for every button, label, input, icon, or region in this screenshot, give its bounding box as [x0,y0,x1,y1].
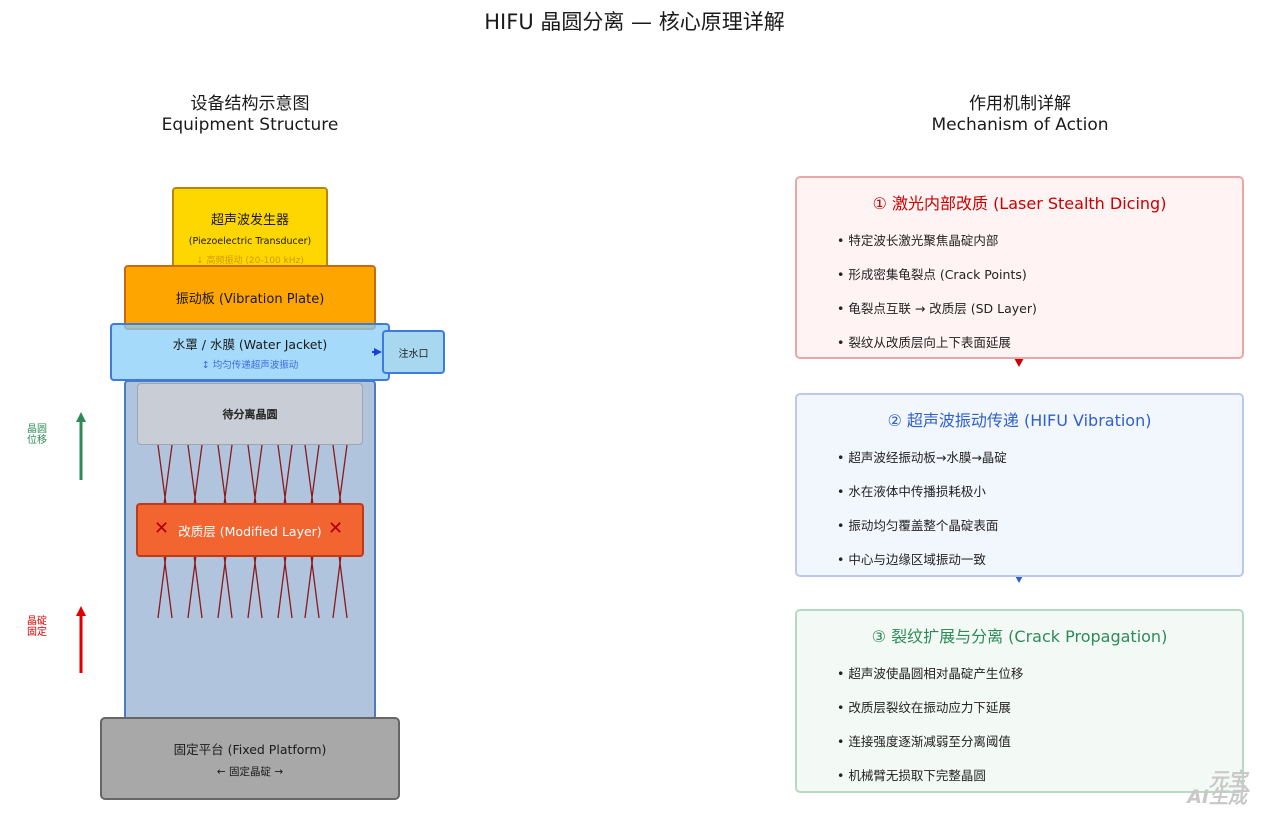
wafer: 待分离晶圆 [137,383,363,445]
list-item: • 龟裂点互联 → 改质层 (SD Layer) [837,301,1037,316]
transducer-note: ↓ 高频振动 (20-100 kHz) [196,256,304,266]
modified-layer: 改质层 (Modified Layer) [136,503,364,557]
list-item: • 水在液体中传播损耗极小 [837,484,986,499]
ingot-fixed-arrow [76,606,86,673]
transducer-label: 超声波发生器 [210,213,289,228]
crack-lines-upper [157,444,348,506]
wafer-displacement-label-line1: 晶圆 [27,424,47,435]
water-inlet: 注水口 [382,330,445,374]
crack-point-icon-left: ✕ [154,518,170,539]
wafer-displacement-label-line2: 位移 [27,435,47,446]
watermark: 元宝 AI生成 [1187,769,1247,808]
inlet-arrow [372,348,382,356]
platform-label: 固定平台 (Fixed Platform) [173,741,327,757]
mechanism-heading-cn: 作用机制详解 [969,94,1071,114]
card-hifu-vibration: ② 超声波振动传递 (HIFU Vibration) • 超声波经振动板→水膜→… [795,393,1244,577]
list-item: • 超声波使晶圆相对晶碇产生位移 [837,666,1024,681]
modified-layer-label: 改质层 (Modified Layer) [178,523,322,539]
watermark-line2: AI生成 [1187,786,1247,808]
card-1-title: ① 激光内部改质 (Laser Stealth Dicing) [872,194,1167,213]
crack-lines-lower [157,554,348,619]
water-inlet-label: 注水口 [398,348,429,360]
ingot-fixed-label-line1: 晶碇 [27,616,47,627]
vibration-plate: 振动板 (Vibration Plate) [124,265,376,330]
transducer-sub: (Piezoelectric Transducer) [188,236,312,247]
structure-heading: 设备结构示意图 Equipment Structure [100,94,400,136]
list-item: • 裂纹从改质层向上下表面延展 [837,335,1011,350]
structure-heading-cn: 设备结构示意图 [190,94,310,114]
watermark-line1: 元宝 [1208,769,1247,791]
mechanism-heading: 作用机制详解 Mechanism of Action [870,94,1170,136]
card-1-list: • 特定波长激光聚焦晶碇内部 • 形成密集龟裂点 (Crack Points) … [837,233,1037,369]
wafer-label: 待分离晶圆 [222,408,278,421]
card-laser-stealth-dicing: ① 激光内部改质 (Laser Stealth Dicing) • 特定波长激光… [795,176,1244,359]
crack-point-icon-right: ✕ [328,518,344,539]
list-item: • 形成密集龟裂点 (Crack Points) [837,267,1027,282]
card-3-title: ③ 裂纹扩展与分离 (Crack Propagation) [871,627,1168,646]
water-jacket-label: 水罩 / 水膜 (Water Jacket) [172,336,328,352]
list-item: • 连接强度逐渐减弱至分离阈值 [837,734,1011,749]
card-crack-propagation: ③ 裂纹扩展与分离 (Crack Propagation) • 超声波使晶圆相对… [795,609,1244,793]
list-item: • 机械臂无损取下完整晶圆 [837,768,986,783]
transducer: 超声波发生器 (Piezoelectric Transducer) ↓ 高频振动… [172,187,328,269]
list-item: • 中心与边缘区域振动一致 [837,552,986,567]
structure-heading-en: Equipment Structure [161,115,339,135]
list-item: • 超声波经振动板→水膜→晶碇 [837,450,1007,465]
mechanism-heading-en: Mechanism of Action [931,115,1109,135]
list-item: • 特定波长激光聚焦晶碇内部 [837,233,999,248]
card-3-list: • 超声波使晶圆相对晶碇产生位移 • 改质层裂纹在振动应力下延展 • 连接强度逐… [837,666,1023,802]
page-title: HIFU 晶圆分离 — 核心原理详解 [484,10,785,34]
ingot-fixed-label-line2: 固定 [27,627,47,638]
card-2-list: • 超声波经振动板→水膜→晶碇 • 水在液体中传播损耗极小 • 振动均匀覆盖整个… [837,450,1007,586]
wafer-displacement-label: 晶圆 位移 [22,424,52,446]
platform-note: ← 固定晶碇 → [216,765,284,778]
ingot-fixed-label: 晶碇 固定 [22,616,52,638]
list-item: • 振动均匀覆盖整个晶碇表面 [837,518,999,533]
list-item: • 改质层裂纹在振动应力下延展 [837,700,1011,715]
fixed-platform: 固定平台 (Fixed Platform) ← 固定晶碇 → [100,717,400,800]
water-jacket-note: ↕ 均匀传递超声波振动 [201,359,299,371]
wafer-displacement-arrow [76,412,86,480]
vibration-plate-label: 振动板 (Vibration Plate) [175,292,325,307]
card-2-title: ② 超声波振动传递 (HIFU Vibration) [887,411,1152,430]
